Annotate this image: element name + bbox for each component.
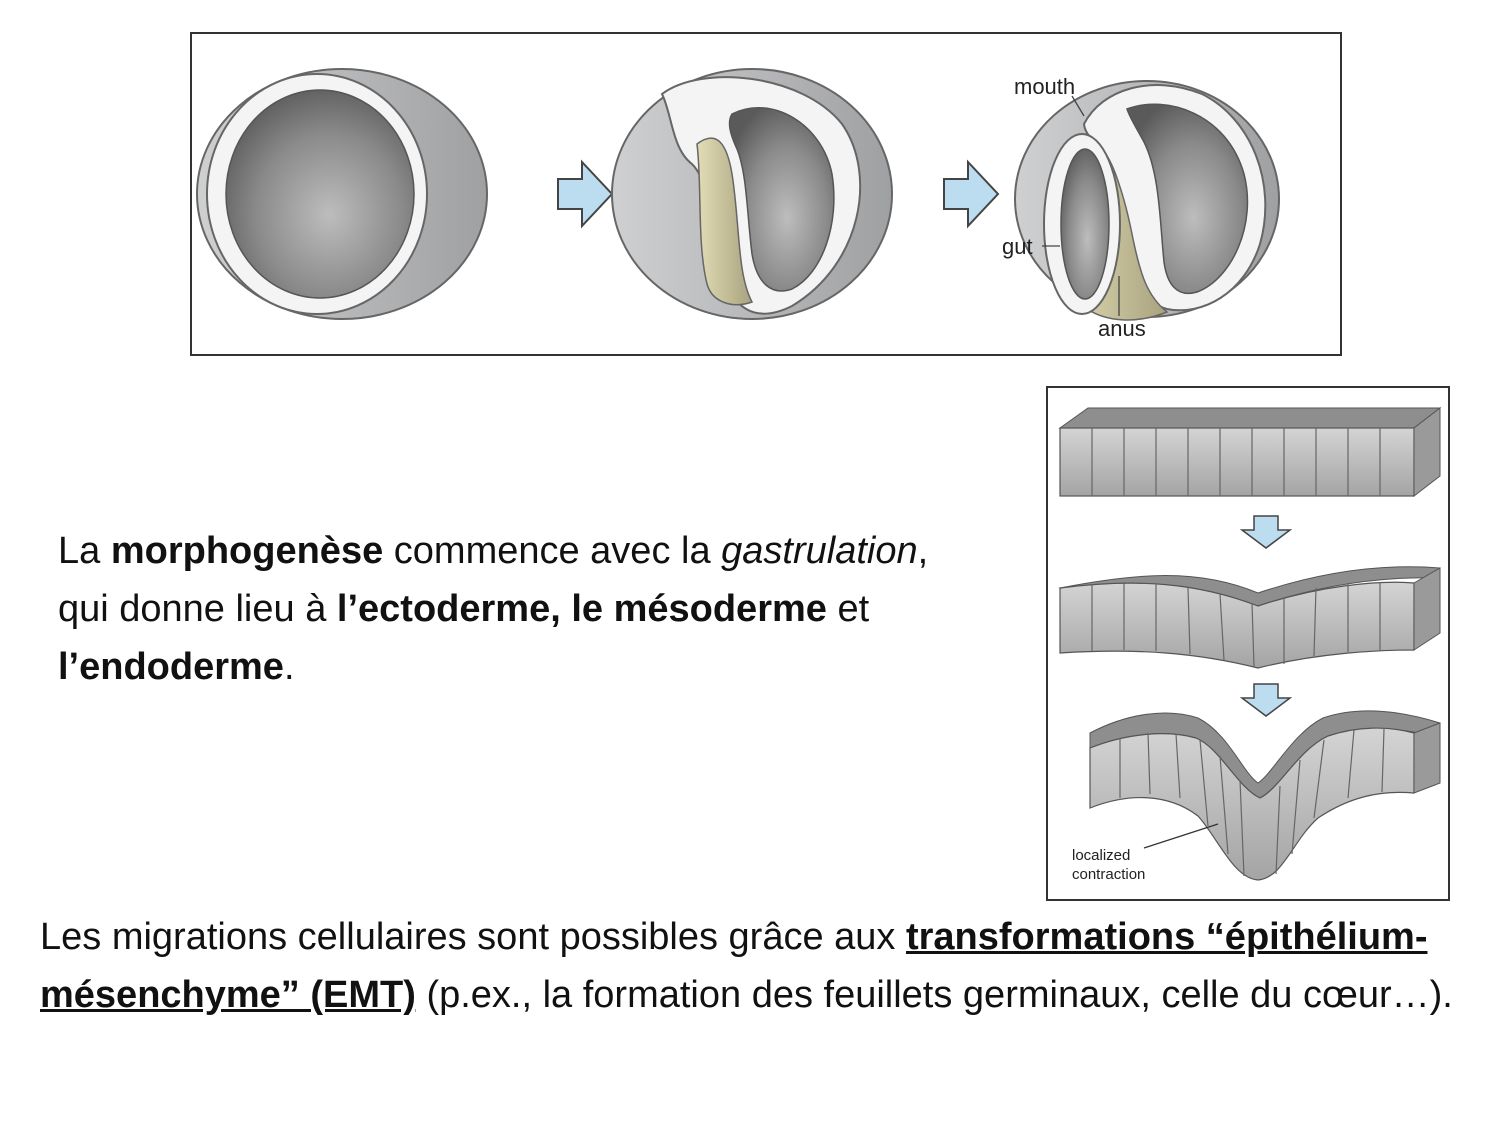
arrow-down-icon — [1239, 683, 1293, 717]
gastrulation-diagram: mouth gut anus — [196, 68, 1280, 341]
italic-term: gastrulation — [721, 530, 918, 572]
text-span: commence avec la — [383, 530, 722, 572]
epithelial-folding-diagram: localized contraction — [1058, 406, 1442, 883]
gut-label: gut — [1002, 234, 1033, 259]
flat-epithelium — [1058, 406, 1442, 498]
text-span: et — [826, 588, 870, 630]
text-span: , qui donne lieu à — [58, 530, 929, 630]
bold-underlined-term: transformations “épithélium-mésenchyme” … — [40, 916, 1428, 1016]
arrow-right-icon — [943, 159, 1000, 229]
invaginated-epithelium — [1089, 710, 1441, 881]
localized-label-line2: contraction — [1072, 866, 1145, 883]
text-span: Les migrations cellulaires sont possible… — [40, 916, 906, 958]
blastula-stage — [196, 68, 488, 320]
localized-label-line1: localized — [1072, 847, 1130, 864]
emt-paragraph: Les migrations cellulaires sont possible… — [40, 908, 1460, 1024]
bold-term: l’ectoderme, le mésoderme — [336, 588, 827, 630]
text-span: . — [283, 646, 295, 688]
bending-epithelium — [1058, 566, 1441, 669]
bold-term: morphogenèse — [110, 530, 384, 572]
text-span: (p.ex., la formation des feuillets germi… — [415, 974, 1453, 1016]
gastrulation-figure: mouth gut anus — [190, 32, 1342, 356]
anus-label: anus — [1098, 316, 1146, 341]
arrow-right-icon — [557, 159, 614, 229]
mouth-label: mouth — [1014, 74, 1075, 99]
epithelial-folding-figure: localized contraction — [1046, 386, 1450, 901]
morphogenesis-paragraph: La morphogenèse commence avec la gastrul… — [58, 522, 978, 696]
text-span: La — [58, 530, 111, 572]
bold-term: l’endoderme — [58, 646, 284, 688]
arrow-down-icon — [1239, 515, 1293, 549]
gut-stage — [1014, 80, 1280, 321]
invagination-stage — [611, 68, 893, 320]
